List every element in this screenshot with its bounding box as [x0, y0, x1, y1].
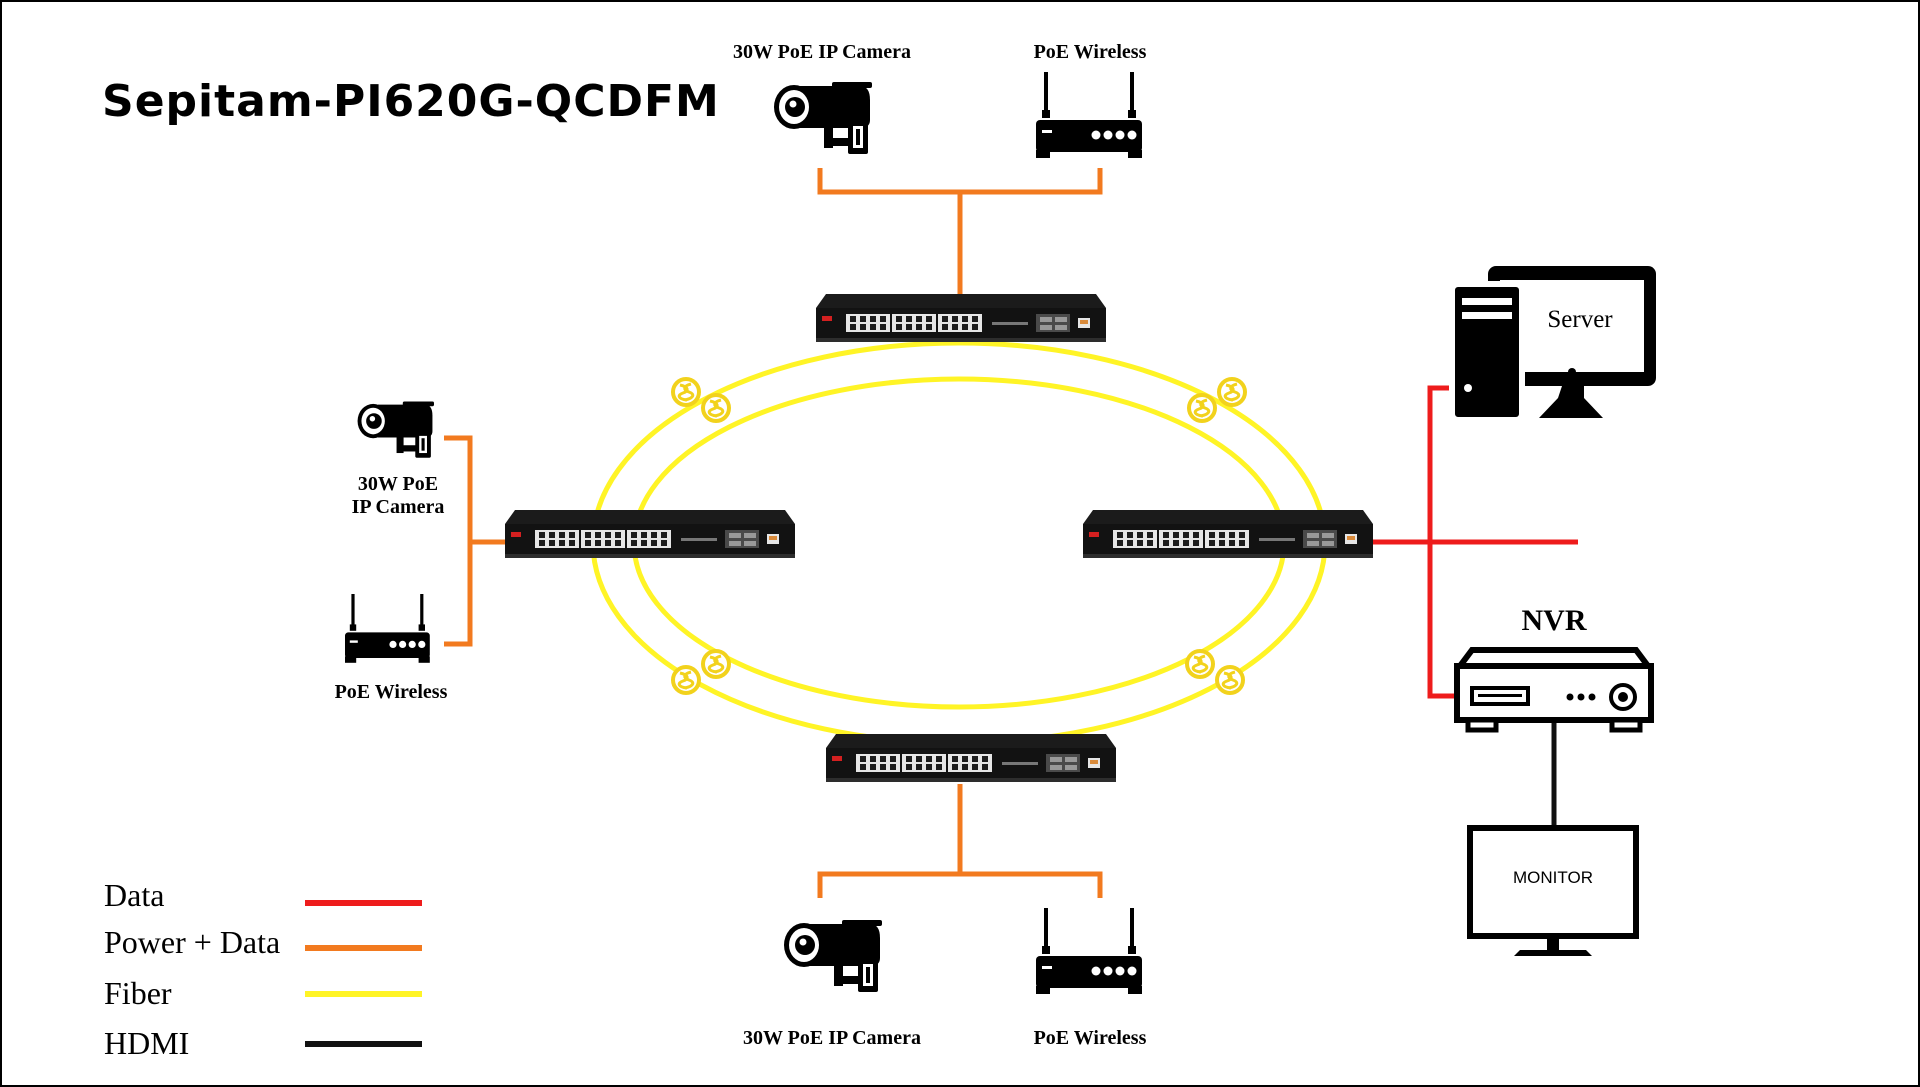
- server-computer-icon: [1449, 266, 1656, 423]
- ip-camera-icon: [774, 82, 872, 154]
- network-switch-icon: [1083, 510, 1373, 558]
- network-switch-icon: [826, 734, 1116, 782]
- network-switch-icon: [816, 294, 1106, 342]
- bottom-wireless-label: PoE Wireless: [1034, 1027, 1147, 1049]
- legend-power-data-label: Power + Data: [104, 924, 280, 960]
- left-wireless-label: PoE Wireless: [335, 681, 448, 703]
- left-camera-label-line2: IP Camera: [352, 496, 445, 518]
- router-icon: [1036, 908, 1142, 994]
- bottom-camera-label: 30W PoE IP Camera: [743, 1027, 921, 1049]
- data-line: [1372, 385, 1578, 699]
- legend-fiber-label: Fiber: [104, 975, 172, 1011]
- top-wireless-label: PoE Wireless: [1034, 41, 1147, 63]
- nvr-label: NVR: [1522, 604, 1587, 637]
- nvr-icon: [1454, 647, 1654, 733]
- top-power-line: [817, 168, 1103, 296]
- monitor-label: MONITOR: [1513, 868, 1593, 887]
- ip-camera-icon: [784, 920, 882, 992]
- legend: Data Power + Data Fiber HDMI: [104, 877, 422, 1061]
- network-switch-icon: [505, 510, 795, 558]
- left-power-line: [444, 435, 508, 647]
- router-icon: [1036, 72, 1142, 158]
- diagram-title: Sepitam-PI620G-QCDFM: [102, 76, 720, 127]
- router-icon: [345, 594, 430, 663]
- left-camera-label-line1: 30W PoE: [358, 473, 438, 495]
- legend-hdmi-label: HDMI: [104, 1025, 189, 1061]
- server-label: Server: [1547, 306, 1613, 333]
- legend-data-label: Data: [104, 877, 164, 913]
- ip-camera-icon: [357, 401, 434, 458]
- bottom-power-line: [817, 784, 1103, 898]
- monitor-icon: [1467, 825, 1639, 956]
- top-camera-label: 30W PoE IP Camera: [733, 41, 911, 63]
